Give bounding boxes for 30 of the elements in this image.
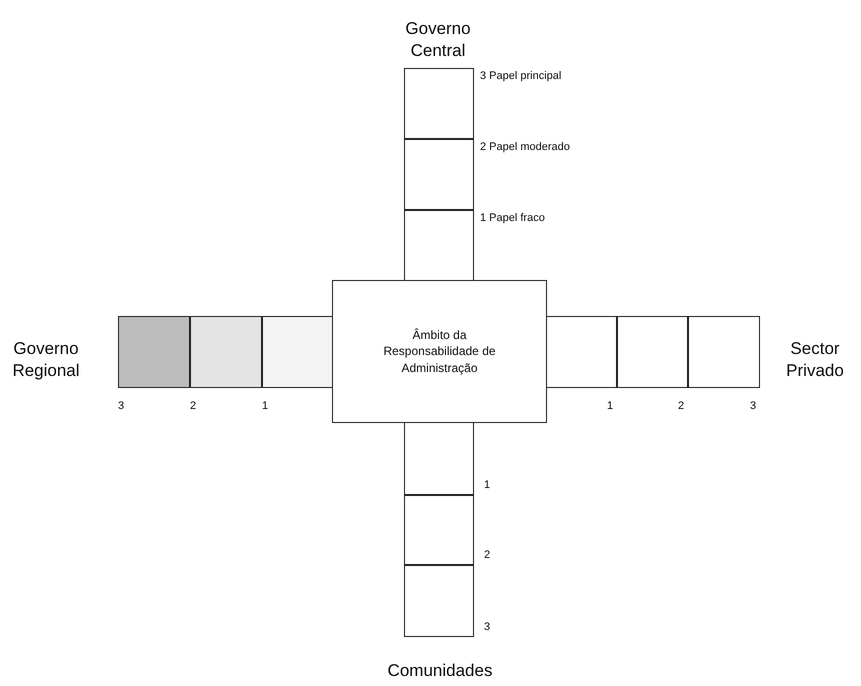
- scale-number: 3: [750, 400, 756, 412]
- scale-box: [404, 421, 474, 495]
- box-label: Âmbito da Responsabilidade de Administração: [382, 327, 497, 376]
- scale-number: 1: [484, 479, 490, 491]
- scale-box: [190, 316, 262, 388]
- scale-number: 1: [607, 400, 614, 412]
- axis-title: Comunidades: [386, 660, 494, 682]
- scale-box: [404, 495, 474, 565]
- scale-box: [404, 565, 474, 637]
- scale-number: 2: [678, 400, 684, 412]
- axis-title: Governo Regional: [11, 338, 81, 382]
- scale-box: [404, 68, 474, 139]
- scale-number: 3: [118, 400, 124, 412]
- scale-box: [545, 316, 617, 388]
- scale-number: 2: [484, 549, 490, 561]
- center-box: [332, 280, 547, 423]
- scale-number: 2: [190, 400, 196, 412]
- scale-box: [404, 139, 474, 210]
- axis-title: Sector Privado: [785, 338, 845, 382]
- scale-box: [118, 316, 190, 388]
- scale-box: [617, 316, 688, 388]
- role-label: 3 Papel principal: [480, 70, 562, 82]
- scale-number: 1: [262, 400, 268, 412]
- role-label: 2 Papel moderado: [480, 141, 570, 153]
- scale-box: [688, 316, 760, 388]
- scale-box: [262, 316, 334, 388]
- scale-number: 3: [484, 621, 490, 633]
- scale-box: [404, 210, 474, 282]
- role-label: 1 Papel fraco: [480, 212, 545, 224]
- axis-title: Governo Central: [404, 18, 472, 62]
